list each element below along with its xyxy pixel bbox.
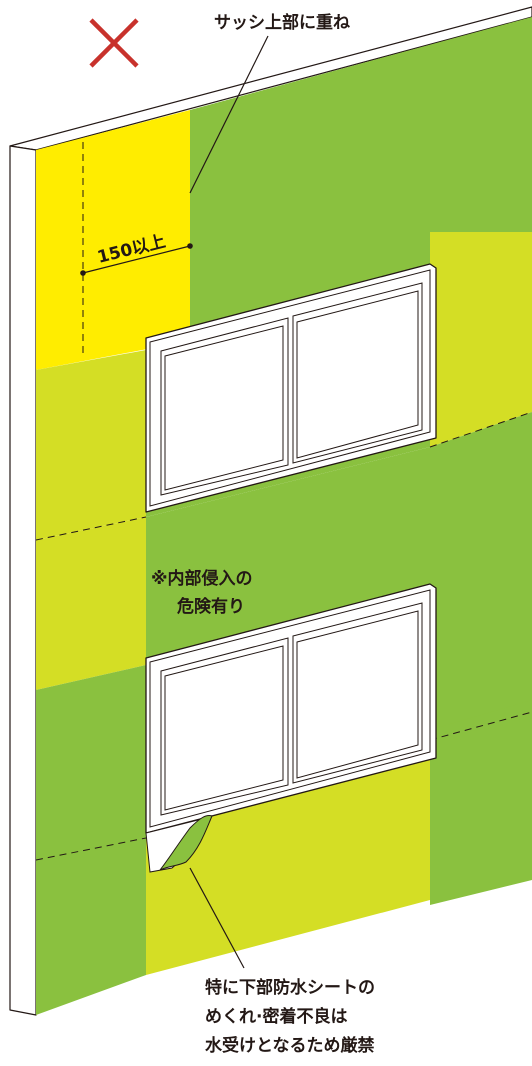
sheet-panel-lime-right — [430, 232, 532, 447]
overlap-dashed-lines — [35, 142, 532, 861]
upper-window — [145, 263, 437, 513]
wall-side-face — [9, 145, 37, 1016]
middle-note-line1: ※内部侵入の — [151, 568, 253, 589]
bottom-note-line2: めくれ·密着不良は — [205, 1006, 347, 1027]
bottom-note-line1: 特に下部防水シートの — [205, 977, 375, 998]
sheet-panel-green-bottom-left — [36, 665, 146, 1015]
middle-note-line2: 危険有り — [176, 596, 245, 617]
cross-mark-icon — [89, 18, 139, 68]
sheet-panel-yellow — [36, 110, 190, 370]
bottom-note-line3: 水受けとなるため厳禁 — [205, 1035, 375, 1056]
sheet-panel-green-right — [430, 412, 532, 760]
sheet-panel-green-bottom-right — [430, 700, 532, 905]
sheet-panel-lime-bottom — [146, 760, 430, 975]
sheet-panel-lime-left-2 — [36, 517, 146, 690]
sheet-panel-green-top — [190, 17, 532, 341]
leader-lines — [189, 35, 269, 969]
sheet-panel-green-center — [146, 447, 430, 665]
peeled-sheet-corner — [145, 815, 213, 873]
top-note-label: サッシ上部に重ね — [214, 12, 350, 33]
lower-window — [145, 583, 437, 834]
sheet-panel-lime-left — [36, 350, 146, 540]
dimension-marker — [80, 243, 193, 276]
